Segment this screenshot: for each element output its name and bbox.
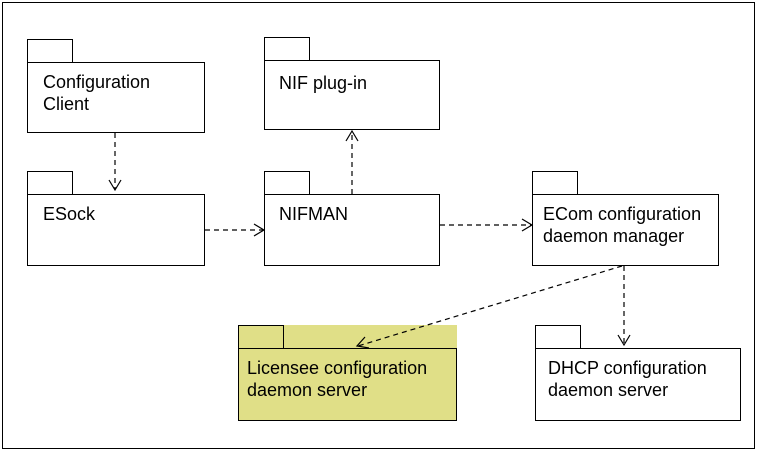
package-nifman: NIFMAN	[264, 171, 440, 266]
package-body	[27, 62, 205, 133]
package-tab	[264, 171, 310, 195]
package-nif-plugin: NIF plug-in	[264, 37, 440, 130]
package-ecom-configuration-daemon-manager: ECom configuration daemon manager	[532, 171, 719, 266]
package-dhcp-configuration-daemon-server: DHCP configuration daemon server	[535, 325, 741, 421]
package-label: NIFMAN	[279, 204, 348, 224]
package-tab	[264, 37, 310, 61]
package-label: DHCP configuration daemon server	[548, 358, 707, 400]
package-label: ESock	[43, 204, 96, 224]
package-licensee-configuration-daemon-server: Licensee configuration daemon server	[238, 325, 457, 421]
package-body	[238, 348, 457, 421]
package-label: Licensee configuration daemon server	[247, 358, 428, 400]
package-tab	[27, 39, 73, 63]
package-tab	[27, 171, 73, 195]
package-label: NIF plug-in	[279, 73, 368, 93]
package-body	[535, 348, 741, 421]
package-label: Configuration Client	[43, 72, 151, 114]
package-tab	[532, 171, 578, 195]
package-body	[264, 60, 440, 130]
package-configuration-client: Configuration Client	[27, 39, 205, 133]
package-esock: ESock	[27, 171, 205, 266]
package-body	[264, 194, 440, 266]
package-body	[27, 194, 205, 266]
package-tab	[238, 325, 284, 349]
package-body	[532, 194, 719, 266]
package-tab	[535, 325, 581, 349]
package-label: ECom configuration daemon manager	[543, 204, 702, 246]
